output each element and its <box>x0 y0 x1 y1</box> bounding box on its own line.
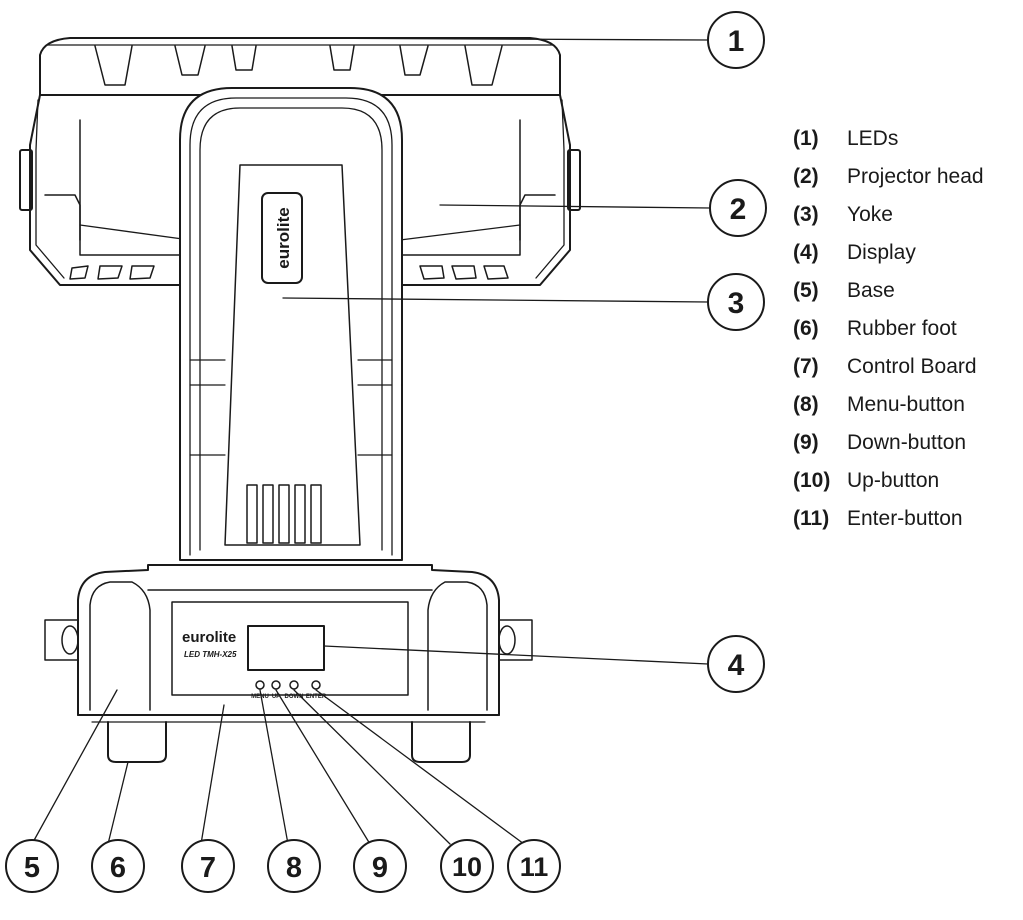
legend-label: Base <box>847 279 895 302</box>
legend-item-enter-button: (11) Enter-button <box>793 504 1018 542</box>
legend-num: (10) <box>793 469 831 492</box>
callout-7: 7 <box>200 852 216 884</box>
legend-item-up-button: (10) Up-button <box>793 466 1018 504</box>
yoke-logo-plate <box>261 192 303 284</box>
legend-item-control-board: (7) Control Board <box>793 352 1018 390</box>
legend-num: (7) <box>793 355 819 378</box>
legend-item-yoke: (3) Yoke <box>793 200 1018 238</box>
display-screen <box>247 625 325 671</box>
callout-4: 4 <box>728 649 745 682</box>
legend-label: Yoke <box>847 203 893 226</box>
callout-11-circle <box>507 839 561 893</box>
legend-item-down-button: (9) Down-button <box>793 428 1018 466</box>
callout-10-circle <box>440 839 494 893</box>
callout-8: 8 <box>286 852 302 884</box>
leader-lines <box>31 37 711 845</box>
base <box>44 564 533 763</box>
down-button-label: DOWN <box>285 694 304 700</box>
yoke <box>179 87 403 561</box>
up-button-label: UP <box>272 694 280 700</box>
legend-label: Down-button <box>847 431 967 454</box>
menu-button <box>255 680 265 690</box>
legend-item-base: (5) Base <box>793 276 1018 314</box>
legend-item-projector-head: (2) Projector head <box>793 162 1018 200</box>
legend-num: (3) <box>793 203 819 226</box>
legend-num: (4) <box>793 241 819 264</box>
legend-label: LEDs <box>847 127 899 150</box>
callout-1: 1 <box>728 25 745 58</box>
legend-label: Display <box>847 241 916 264</box>
legend-item-rubber-foot: (6) Rubber foot <box>793 314 1018 352</box>
legend-item-display: (4) Display <box>793 238 1018 276</box>
legend-num: (5) <box>793 279 819 302</box>
callout-6: 6 <box>110 852 126 884</box>
legend-label: Control Board <box>847 355 977 378</box>
enter-button-label: ENTER <box>306 694 327 700</box>
up-button <box>271 680 281 690</box>
control-board-panel <box>171 601 409 696</box>
front-logo: eurolite <box>182 629 236 646</box>
legend-num: (8) <box>793 393 819 416</box>
callout-9: 9 <box>372 852 388 884</box>
callout-5: 5 <box>24 852 40 884</box>
callout-2-circle <box>709 179 767 237</box>
callout-6-circle <box>91 839 145 893</box>
led-rim <box>39 37 561 96</box>
callout-11: 11 <box>520 852 549 882</box>
model-text: LED TMH-X25 <box>184 650 237 659</box>
callout-10: 10 <box>452 852 482 882</box>
callout-3-circle <box>707 273 765 331</box>
legend-label: Rubber foot <box>847 317 957 340</box>
legend-label: Enter-button <box>847 507 963 530</box>
legend-num: (11) <box>793 507 830 530</box>
legend-label: Projector head <box>847 165 984 188</box>
callout-9-circle <box>353 839 407 893</box>
rubber-foot-left <box>107 721 167 763</box>
legend-num: (9) <box>793 431 819 454</box>
parts-legend: (1) LEDs (2) Projector head (3) Yoke (4)… <box>793 124 1018 542</box>
callout-4-circle <box>707 635 765 693</box>
callout-7-circle <box>181 839 235 893</box>
legend-label: Up-button <box>847 469 940 492</box>
callout-5-circle <box>5 839 59 893</box>
legend-num: (2) <box>793 165 819 188</box>
down-button <box>289 680 299 690</box>
yoke-logo: eurolite <box>274 207 293 268</box>
callout-1-circle <box>707 11 765 69</box>
legend-num: (1) <box>793 127 819 150</box>
legend-item-menu-button: (8) Menu-button <box>793 390 1018 428</box>
rubber-foot-right <box>411 721 471 763</box>
callout-3: 3 <box>728 287 745 320</box>
callout-2: 2 <box>730 193 747 226</box>
menu-button-label: MENU <box>251 694 269 700</box>
enter-button <box>311 680 321 690</box>
callout-8-circle <box>267 839 321 893</box>
legend-num: (6) <box>793 317 819 340</box>
legend-item-leds: (1) LEDs <box>793 124 1018 162</box>
legend-label: Menu-button <box>847 393 965 416</box>
